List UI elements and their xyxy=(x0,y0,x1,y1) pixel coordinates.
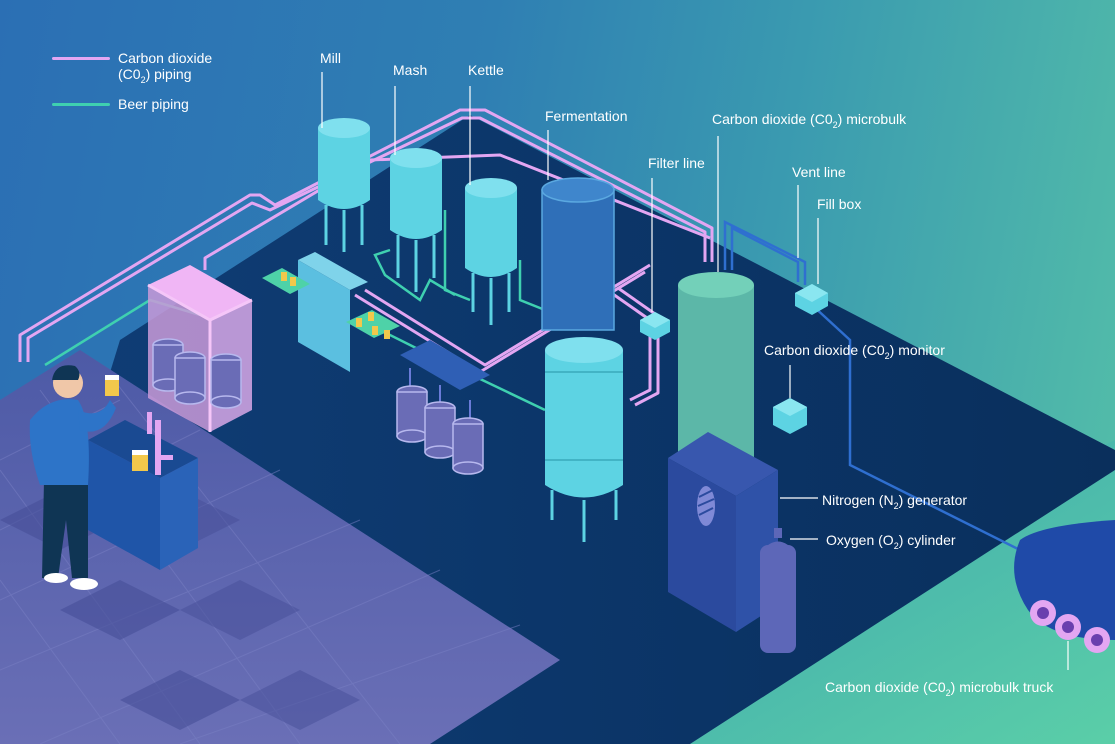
fermentation-tank xyxy=(541,177,615,331)
co2-microbulk-tank xyxy=(678,272,754,460)
label-mill: Mill xyxy=(320,50,341,66)
label-nitrogen-generator: Nitrogen (N2) generator xyxy=(822,492,967,514)
label-fill-box: Fill box xyxy=(817,196,862,212)
label-oxygen-cylinder: Oxygen (O2) cylinder xyxy=(826,532,956,554)
legend-beer-label: Beer piping xyxy=(118,96,189,112)
label-fermentation: Fermentation xyxy=(545,108,628,124)
label-microbulk-truck: Carbon dioxide (C02) microbulk truck xyxy=(825,679,1053,701)
person-drinking xyxy=(29,365,119,590)
label-nitrogen-sub: 2 xyxy=(893,500,899,511)
nitrogen-generator xyxy=(668,432,778,632)
label-mash: Mash xyxy=(393,62,428,78)
legend-co2-swatch xyxy=(52,57,110,60)
legend-co2-line2-sub: 2 xyxy=(140,74,146,85)
label-co2-microbulk-prefix: Carbon dioxide (C0 xyxy=(712,111,833,127)
beer-tray-right xyxy=(346,310,400,339)
label-kettle: Kettle xyxy=(468,62,504,78)
beer-tray-left xyxy=(262,268,310,294)
oxygen-cylinder xyxy=(760,528,796,653)
legend-co2-line2-suffix: ) piping xyxy=(145,66,192,82)
bright-tank xyxy=(545,337,623,542)
label-connectors xyxy=(321,72,1069,670)
label-truck-prefix: Carbon dioxide (C0 xyxy=(825,679,946,695)
label-co2-microbulk-suffix: ) microbulk xyxy=(837,111,907,127)
microbulk-truck xyxy=(1014,520,1115,653)
label-nitrogen-suffix: ) generator xyxy=(898,492,968,508)
label-co2-monitor-suffix: ) monitor xyxy=(889,342,945,358)
legend-co2-label: Carbon dioxide (C02) piping xyxy=(118,50,212,88)
label-oxygen-prefix: Oxygen (O xyxy=(826,532,894,548)
label-co2-monitor-sub: 2 xyxy=(884,350,890,361)
legend-co2-line1: Carbon dioxide xyxy=(118,50,213,66)
kettle-tank xyxy=(465,178,517,325)
legend-co2-line2-prefix: (C0 xyxy=(118,66,141,82)
label-oxygen-suffix: ) cylinder xyxy=(898,532,956,548)
mash-tank xyxy=(390,148,442,292)
label-truck-suffix: ) microbulk truck xyxy=(950,679,1054,695)
filter-line-box xyxy=(640,312,670,340)
label-truck-sub: 2 xyxy=(945,687,951,698)
label-co2-microbulk: Carbon dioxide (C02) microbulk xyxy=(712,111,906,133)
label-co2-monitor: Carbon dioxide (C02) monitor xyxy=(764,342,945,364)
vent-lines xyxy=(723,219,1021,552)
mill-tank xyxy=(318,118,370,252)
label-nitrogen-prefix: Nitrogen (N xyxy=(822,492,894,508)
label-vent-line: Vent line xyxy=(792,164,846,180)
legend-beer-swatch xyxy=(52,103,110,106)
label-co2-microbulk-sub: 2 xyxy=(832,119,838,130)
kegs-group xyxy=(152,338,484,475)
co2-monitor-box xyxy=(773,398,807,434)
label-co2-monitor-prefix: Carbon dioxide (C0 xyxy=(764,342,885,358)
bar-counter xyxy=(88,420,198,570)
label-oxygen-sub: 2 xyxy=(893,540,899,551)
beer-mug xyxy=(132,450,148,471)
label-filter-line: Filter line xyxy=(648,155,705,171)
fill-box xyxy=(795,284,828,315)
brew-panel xyxy=(298,252,368,372)
beer-tap xyxy=(147,412,173,475)
